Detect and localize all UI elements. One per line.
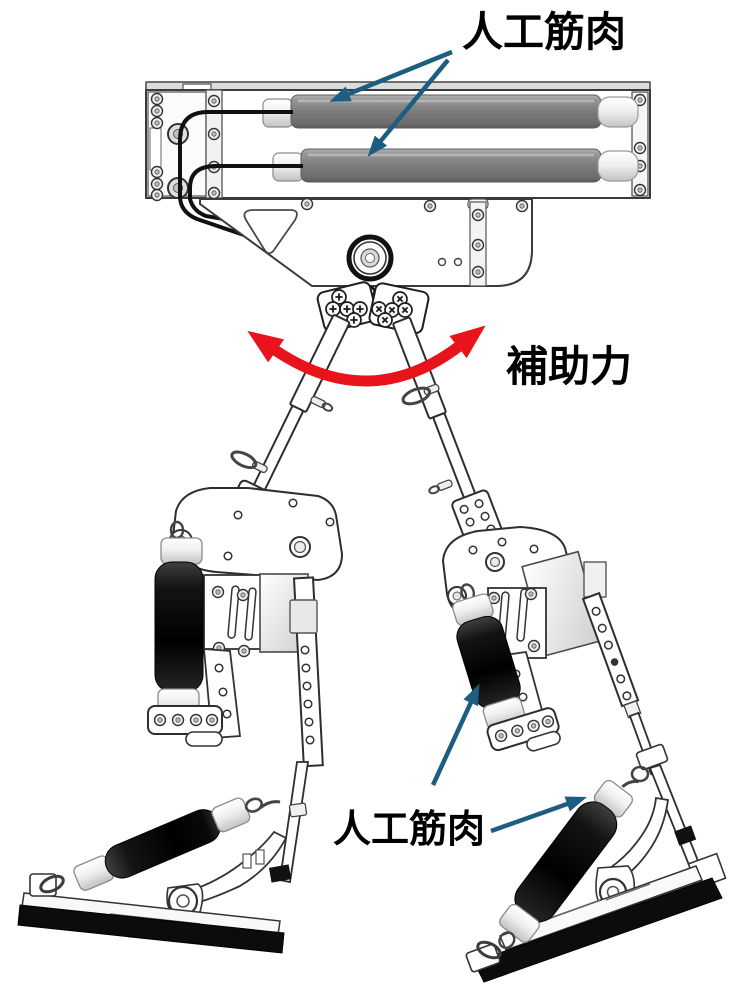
drive-cable-upper bbox=[178, 110, 356, 275]
right-foot-plate bbox=[498, 865, 704, 951]
left-shin-rail bbox=[289, 576, 324, 768]
left-knee-muscle bbox=[147, 520, 223, 747]
callout-arrow-hip-muscle-upper bbox=[329, 49, 453, 102]
right-foot-sole bbox=[473, 877, 723, 983]
right-rod-bracket bbox=[635, 743, 669, 771]
left-rod-clamp bbox=[268, 864, 292, 883]
left-foot-muscle-body bbox=[104, 809, 221, 879]
left-slot-2 bbox=[227, 585, 240, 639]
left-rod-pin bbox=[310, 395, 327, 409]
right-foot-assembly bbox=[465, 591, 727, 983]
hip-muscle-lower-right-cap bbox=[597, 150, 639, 182]
right-foot-muscle bbox=[498, 779, 640, 949]
right-foot-muscle-eyelet bbox=[476, 940, 502, 960]
left-foot-assembly bbox=[17, 761, 310, 954]
left-slot-1 bbox=[244, 587, 257, 641]
callout-arrow-foot-muscle bbox=[490, 796, 587, 834]
right-foot-muscle-hook bbox=[630, 765, 650, 783]
hip-muscle-upper bbox=[262, 94, 639, 129]
label-artificial-muscle-bottom: 人工筋肉 bbox=[333, 809, 485, 851]
right-knee-assembly bbox=[441, 525, 607, 752]
left-rail-clamp bbox=[289, 599, 318, 634]
hip-left-recess bbox=[149, 127, 162, 171]
left-foot-muscle-eyelet bbox=[39, 874, 65, 894]
callout-arrows bbox=[329, 49, 587, 834]
left-foot-muscle-hook bbox=[259, 800, 281, 810]
callout-arrow-knee-muscle bbox=[430, 683, 480, 786]
left-knee-muscle-top-cap bbox=[160, 537, 203, 565]
left-shank-rod bbox=[278, 761, 310, 884]
left-knee-assembly bbox=[147, 487, 344, 768]
left-rod-ring bbox=[230, 450, 258, 470]
drive-belt-loop bbox=[346, 234, 394, 282]
left-foot-muscle bbox=[73, 797, 263, 891]
right-rail-clamp bbox=[583, 561, 607, 598]
hip-muscle-upper-right-cap bbox=[597, 96, 639, 128]
hip-lower-housing bbox=[199, 197, 533, 287]
right-rod-ring bbox=[401, 386, 432, 406]
label-artificial-muscle-top: 人工筋肉 bbox=[462, 9, 626, 55]
main-pulley bbox=[346, 234, 394, 282]
right-slot-2 bbox=[516, 588, 529, 642]
right-thigh-rod bbox=[392, 316, 504, 549]
drive-cable-lower bbox=[188, 164, 357, 244]
hip-muscle-lower bbox=[272, 148, 639, 183]
left-knee-muscle-body bbox=[154, 561, 204, 693]
left-foot-sole bbox=[17, 904, 285, 954]
assist-force-swing-arrow bbox=[247, 325, 486, 387]
right-rod-pin bbox=[423, 383, 440, 396]
left-muscle-foot-bracket bbox=[147, 705, 223, 735]
hip-plate-cutout bbox=[243, 209, 298, 255]
label-assist-force: 補助力 bbox=[506, 343, 632, 390]
callout-arrow-hip-muscle-lower bbox=[367, 58, 450, 157]
right-rod-clamp bbox=[674, 825, 697, 846]
